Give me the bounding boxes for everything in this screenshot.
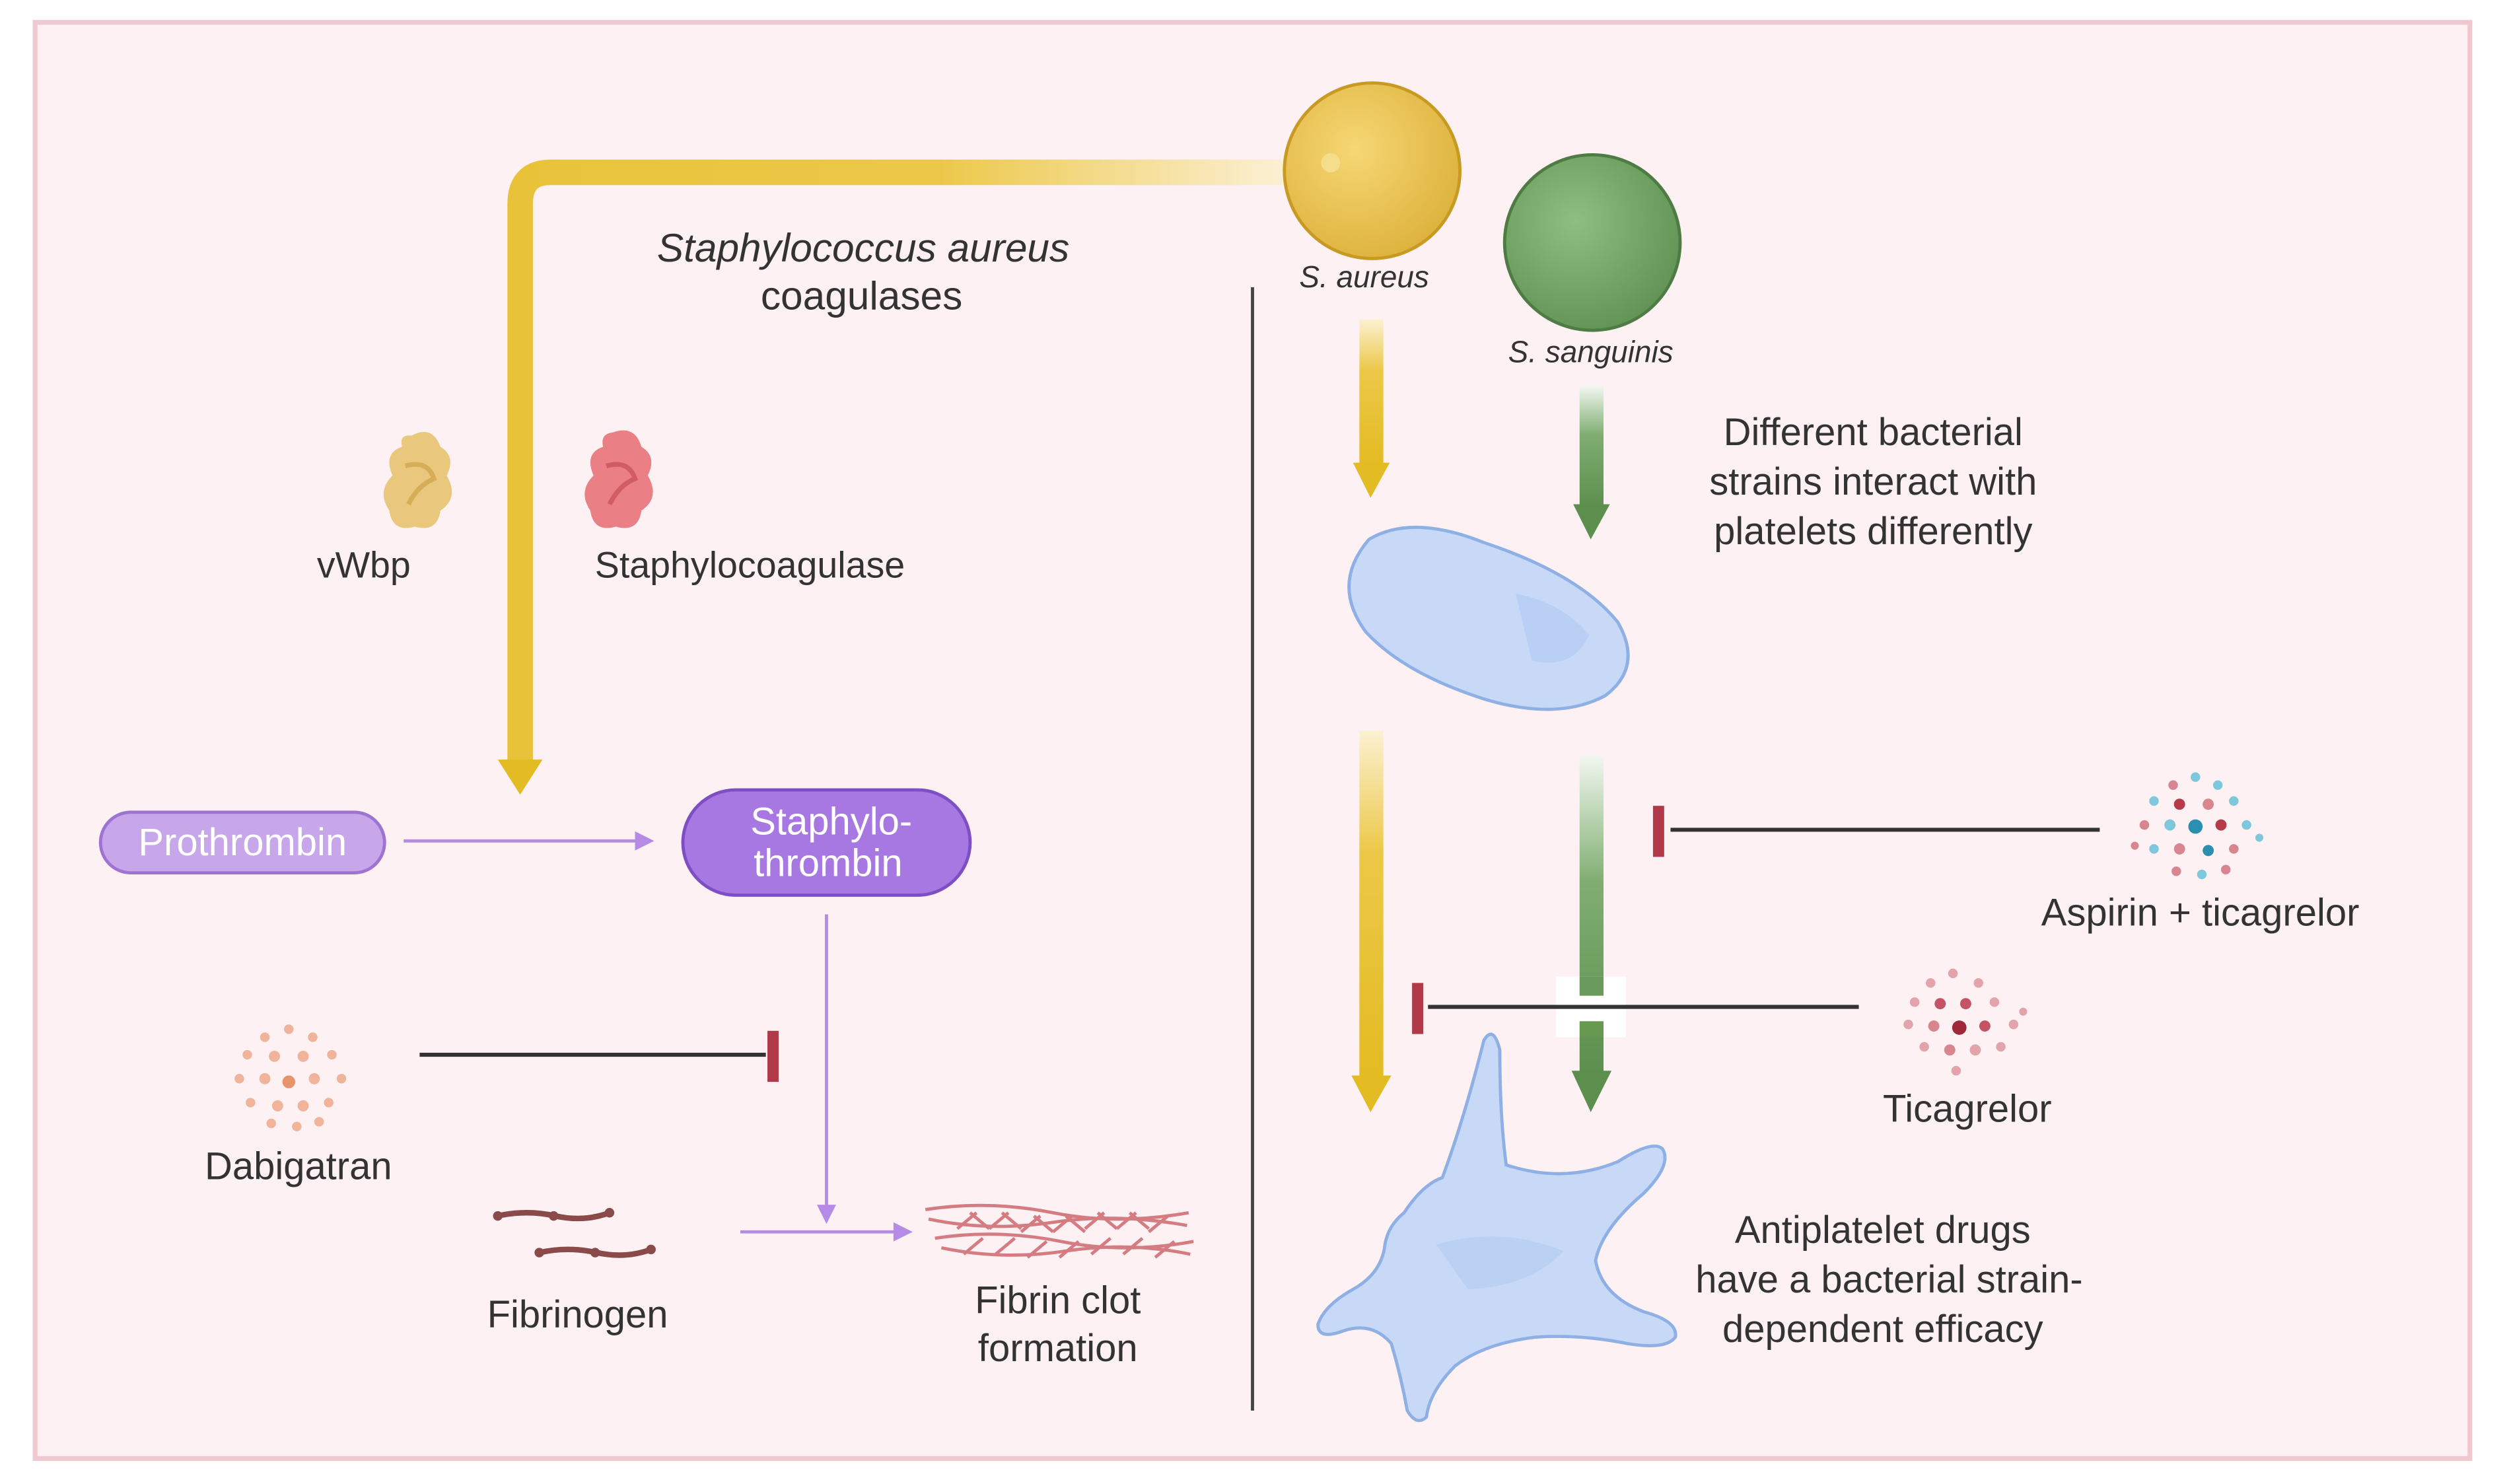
strains-note-line1: Different bacterial	[1724, 411, 2023, 454]
coagulase-arrow	[507, 159, 1287, 763]
strains-note-line2: strains interact with	[1709, 461, 2037, 503]
fibrin-clot-icon	[925, 1203, 1194, 1259]
prothrombin-node: Prothrombin	[98, 810, 386, 875]
staphylothrombin-down-arrowhead	[816, 1205, 836, 1224]
fibrin-clot-label-line2: formation	[978, 1327, 1138, 1370]
staphylocoagulase-label: Staphylocoagulase	[595, 545, 905, 586]
coagulases-title: Staphylococcus aureus	[657, 225, 1069, 270]
ticagrelor-label: Ticagrelor	[1883, 1088, 2052, 1131]
aureus-to-platelet-arrowhead	[1353, 462, 1390, 498]
activated-platelet-icon	[1316, 1032, 1677, 1423]
vwbp-label: vWbp	[317, 545, 411, 586]
resting-platelet-icon	[1347, 526, 1630, 711]
fibrinogen-arrowhead	[893, 1222, 913, 1242]
s-aureus-label: S. aureus	[1299, 260, 1429, 294]
fibrinogen-icon	[493, 1208, 656, 1258]
sanguinis-to-platelet-arrowhead	[1573, 504, 1610, 540]
fibrinogen-label: Fibrinogen	[487, 1294, 668, 1336]
staphylothrombin-label-line1: Staphylo-	[750, 801, 912, 843]
aureus-to-platelet-arrow	[1359, 319, 1384, 466]
staphylothrombin-node: Staphylo- thrombin	[681, 788, 972, 897]
aspirin-inhibition-bar	[1652, 806, 1664, 857]
ticagrelor-inhibition-bar	[1412, 983, 1424, 1034]
sanguinis-activation-arrowhead	[1571, 1071, 1612, 1113]
fibrin-clot-label-line1: Fibrin clot	[975, 1279, 1141, 1322]
s-sanguinis-label: S. sanguinis	[1508, 334, 1674, 369]
green-arrow-overlay	[1579, 976, 1604, 996]
sanguinis-to-platelet-arrow	[1579, 386, 1604, 508]
coagulase-arrowhead	[497, 760, 543, 795]
staphylothrombin-label-line2: thrombin	[754, 842, 903, 884]
vwbp-protein-icon	[383, 431, 452, 528]
dabigatran-molecule-icon	[234, 1024, 347, 1132]
staphylocoagulase-protein-icon	[584, 430, 653, 528]
s-aureus-highlight	[1321, 153, 1341, 172]
aspirin-ticagrelor-molecule-icon	[2131, 772, 2263, 880]
dabigatran-label: Dabigatran	[205, 1146, 392, 1188]
s-aureus-bacterium-icon	[1283, 81, 1462, 260]
dabigatran-inhibition-bar	[767, 1030, 779, 1082]
ticagrelor-molecule-icon	[1903, 968, 2028, 1076]
aureus-activation-arrow	[1359, 730, 1384, 1079]
s-sanguinis-bacterium-icon	[1502, 153, 1682, 332]
strains-note-line3: platelets differently	[1714, 511, 2032, 553]
coagulases-title-rest: coagulases	[761, 273, 963, 318]
aspirin-ticagrelor-label: Aspirin + ticagrelor	[2041, 892, 2360, 934]
drugs-note-line2: have a bacterial strain-	[1695, 1259, 2082, 1301]
prothrombin-arrowhead	[635, 831, 654, 851]
drugs-note-line1: Antiplatelet drugs	[1735, 1209, 2031, 1252]
green-arrow-overlay-lower	[1579, 1021, 1604, 1038]
aureus-activation-arrowhead	[1351, 1075, 1392, 1113]
drugs-note-line3: dependent efficacy	[1722, 1308, 2043, 1351]
prothrombin-label: Prothrombin	[138, 822, 347, 864]
